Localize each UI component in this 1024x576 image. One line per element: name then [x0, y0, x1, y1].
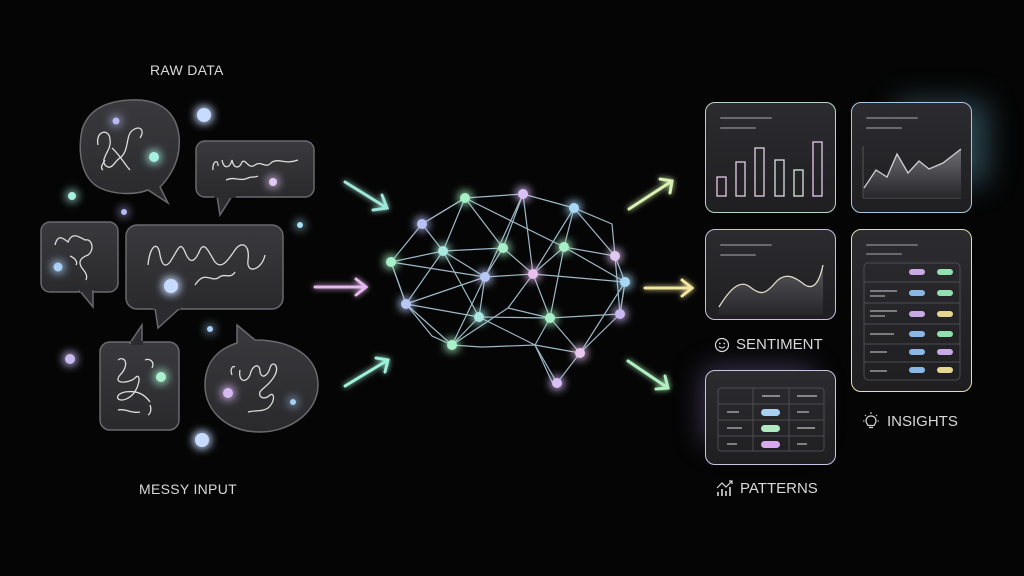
arrow-icon — [343, 356, 390, 388]
patterns-table-card — [705, 370, 836, 465]
arrow-icon — [343, 180, 390, 212]
sentiment-label-group: SENTIMENT — [714, 336, 823, 353]
arrow-icon — [313, 277, 369, 297]
sentiment-chart-card — [705, 229, 836, 320]
sentiment-label: SENTIMENT — [736, 336, 823, 353]
messy-input-label: MESSY INPUT — [139, 481, 237, 497]
area-chart-card — [851, 102, 972, 213]
output-arrows — [626, 177, 695, 391]
arrow-icon — [626, 359, 670, 391]
patterns-label-group: PATTERNS — [716, 479, 818, 497]
insights-label: INSIGHTS — [887, 412, 958, 430]
speech-bubble-1 — [79, 99, 181, 206]
brain-nodes — [386, 189, 630, 388]
sentiment-wave-icon — [718, 264, 824, 315]
floating-particles — [53, 108, 303, 447]
trend-chart-icon — [716, 480, 733, 496]
input-arrows — [313, 180, 390, 388]
insights-table — [863, 262, 961, 381]
raw-data-label: RAW DATA — [150, 62, 224, 78]
lightbulb-icon — [863, 412, 879, 429]
patterns-label: PATTERNS — [740, 479, 818, 497]
bar-chart-card — [705, 102, 836, 213]
patterns-table — [717, 387, 825, 452]
bar-chart-icon — [716, 141, 823, 197]
area-chart-icon — [862, 146, 962, 199]
insights-label-group: INSIGHTS — [861, 411, 958, 431]
arrow-icon — [627, 177, 674, 211]
arrow-icon — [643, 278, 695, 298]
smiley-icon — [714, 337, 730, 352]
insights-table-card — [851, 229, 972, 392]
